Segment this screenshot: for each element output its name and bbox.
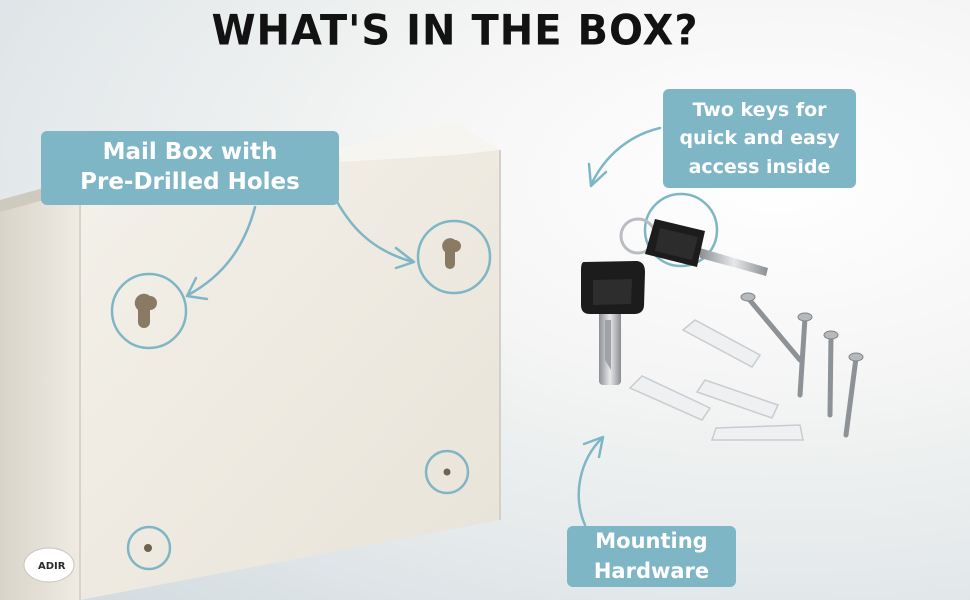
callout-mailbox: Mail Box with Pre-Drilled Holes [41,131,339,205]
keyhole-slot-left [134,293,157,328]
page-title: WHAT'S IN THE BOX? [211,6,699,56]
callout-hardware: Mounting Hardware [567,526,736,587]
screw [745,295,803,363]
keyhole-slot-right [442,238,461,269]
callout-mailbox-line1: Mail Box with [102,139,278,166]
highlight-circle-key [643,192,719,268]
mount-hole-bottom-right [443,468,451,476]
callout-hardware-line1: Mounting [595,529,708,554]
callout-keys-line1: Two keys for [692,98,827,121]
screw [797,315,808,398]
callout-keys-line2: quick and easy [679,127,840,150]
screws [745,295,859,438]
mount-hole-bottom-left [144,544,152,552]
arrow-to-left-hole [186,205,257,297]
brand-logo: ADIR [38,561,66,572]
wall-anchor [681,319,762,368]
highlight-circle-right-hole [416,219,492,295]
mailbox: ADIR [0,122,501,600]
arrow-to-hardware [577,436,604,527]
keys [581,217,768,385]
callout-hardware-line2: Hardware [593,558,710,583]
screw [843,355,859,438]
screw [827,333,834,418]
highlight-circle-bottom-right [424,449,470,495]
wall-anchor [628,375,712,421]
wall-anchors [628,319,804,441]
arrow-to-keys [589,126,662,187]
callout-keys-line3: access inside [688,155,831,178]
wall-anchor [710,424,804,441]
callout-keys: Two keys for quick and easy access insid… [663,89,856,188]
highlight-circle-left-hole [110,272,188,350]
arrow-to-right-hole [334,198,415,264]
callout-mailbox-line2: Pre-Drilled Holes [80,169,300,195]
highlight-circle-bottom-left [126,525,172,571]
wall-anchor [695,379,780,419]
